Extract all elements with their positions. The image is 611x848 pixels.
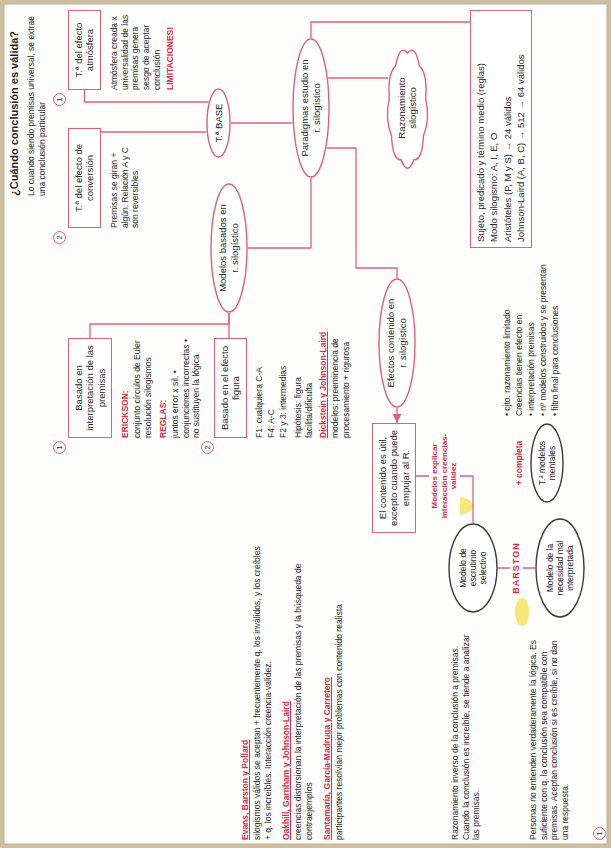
note: • interpretación premisas [526,252,537,416]
node-text: Sujeto, predicado y término medio (regla… [475,16,486,242]
node-text: T.ª del efecto atmósfera [73,16,96,84]
paper-sheet [4,4,607,844]
heading-note: + completa [514,423,525,503]
connector [85,90,209,102]
connector [231,122,292,123]
note: modelos: preeminencia de procesamiento +… [330,328,351,438]
node-text: Basado en interpretación de las premisas [73,344,107,432]
note: participantes resolvían mejor problemas … [334,540,345,840]
model-circle: Modelo de la necesidad mal interpretada [535,518,585,618]
oval-outline [531,424,563,502]
node-text: Modelos basados en r. silogístico [217,203,240,294]
node-text: T.ª modelos mentales [537,435,557,491]
note: Creencias tienen efecto en: [514,252,525,416]
note: juntos error x sil. • conjunciones incor… [170,334,202,438]
callout-number: 1 [53,93,66,106]
note: F1: cualquiera C-A [254,328,265,438]
oval-outline [211,184,247,312]
connector [248,178,311,248]
note: Lo cuando siendo premisas universal, se … [26,11,47,196]
heading-note: Evans, Barston y Pollard [240,540,251,840]
topic-cloud: Razonamiento silogístico [385,48,430,168]
edge-label: Modelos explicar interacción creencias-v… [429,426,460,526]
note: F4: A-C [266,328,277,438]
node-text: Johnson-Laird (A, B, C) → 512 → 64 válid… [515,16,526,242]
note: Premisas se giran + algún. Relación A y … [109,140,141,228]
topic-oval: Modelos basados en r. silogístico [210,183,248,313]
note-box: El contenido es útil, excepto cuando pue… [372,423,416,533]
connector [228,313,229,338]
node-text: T.ª BASE [213,99,224,148]
note: F2 y 3: intermedias [278,328,289,438]
oval-outline [536,519,584,617]
node-text: Razonamiento silogístico [396,72,419,144]
callout-number: 1 [593,827,606,840]
cloud-outline [387,50,427,168]
connector [327,148,397,278]
model-box: Basado en interpretación de las premisas [68,338,112,438]
theory-box: T.ª del efecto de conversión [68,128,101,228]
model-circle: Modelo de escrutinio selectivo [448,523,498,613]
heading-note: Santamaría, García-Madruga y Carretero [322,540,333,840]
connector [311,22,470,38]
central-oval: Paradigmas estudio en r. silogístico [292,38,330,178]
heading-note: LIMITACIONES! [165,10,176,90]
heading-note: REGLAS: [158,334,169,438]
node-text: El contenido es útil, excepto cuando pue… [377,429,411,527]
note: • cjto. razonamiento limitado [502,252,513,416]
oval-outline [379,279,415,407]
title: ¿Cuándo conclusión es válida? [8,11,21,196]
note: Personas no entienden verdaderamente la … [528,625,571,840]
callout-number: 2 [201,441,214,454]
heading-note: ERICKSON: [120,334,131,438]
connector [396,408,397,423]
oval-outline [449,524,497,612]
theory-oval: T.ª BASE [206,88,231,158]
node-text: Modelo de escrutinio selectivo [458,537,489,600]
connector [328,77,388,78]
model-box: Basado en el efecto figura [214,338,247,438]
node-text: Paradigmas estudio en r. silogístico [299,59,322,157]
connector [85,128,207,132]
highlight-mark [515,598,529,626]
oval-outline [207,89,230,157]
model-circle: T.ª modelos mentales [530,423,564,503]
note: Hipótesis: figura facilita/dificulta [293,328,314,438]
heading-note: Dickstein y Johnson-Laird [318,328,329,438]
callout-number: 2 [53,231,66,244]
node-text: T.ª del efecto de conversión [73,134,96,222]
node-text: Modo silogismo: A, I, E, O [488,16,499,242]
note: Atmósfera creada x universalidad de las … [109,10,162,90]
topic-oval: Efectos contenido en r. silogístico [378,278,416,408]
edge-label: BARSTON [510,538,523,598]
node-text: Aristóteles (P, M y S) → 24 válidos [502,16,513,242]
node-text: Basado en el efecto figura [219,344,242,432]
theory-box: T.ª del efecto atmósfera [68,10,101,90]
callout-number: 1 [53,441,66,454]
note: • filtro final para conclusiones [550,252,561,416]
connector [90,313,229,338]
note: silogismos válidos se aceptan + frecuent… [252,540,273,840]
node-text: Efectos contenido en r. silogístico [385,298,408,389]
connector-group [85,22,536,568]
note: conjunto círculos de Euler resolución si… [132,334,153,438]
note: • nº modelos construidos y se presentan [538,252,549,416]
heading-note: Oakhill, Garnham y Johnson-Laird [281,540,292,840]
note: creencias distorsionan la interpretación… [293,540,314,840]
node-text: Modelo de la necesidad mal interpretada [545,533,576,603]
note: Razonamiento inverso de la conclusión a … [450,622,482,840]
oval-outline [293,39,329,177]
rules-box: Sujeto, predicado y término medio (regla… [470,10,532,248]
